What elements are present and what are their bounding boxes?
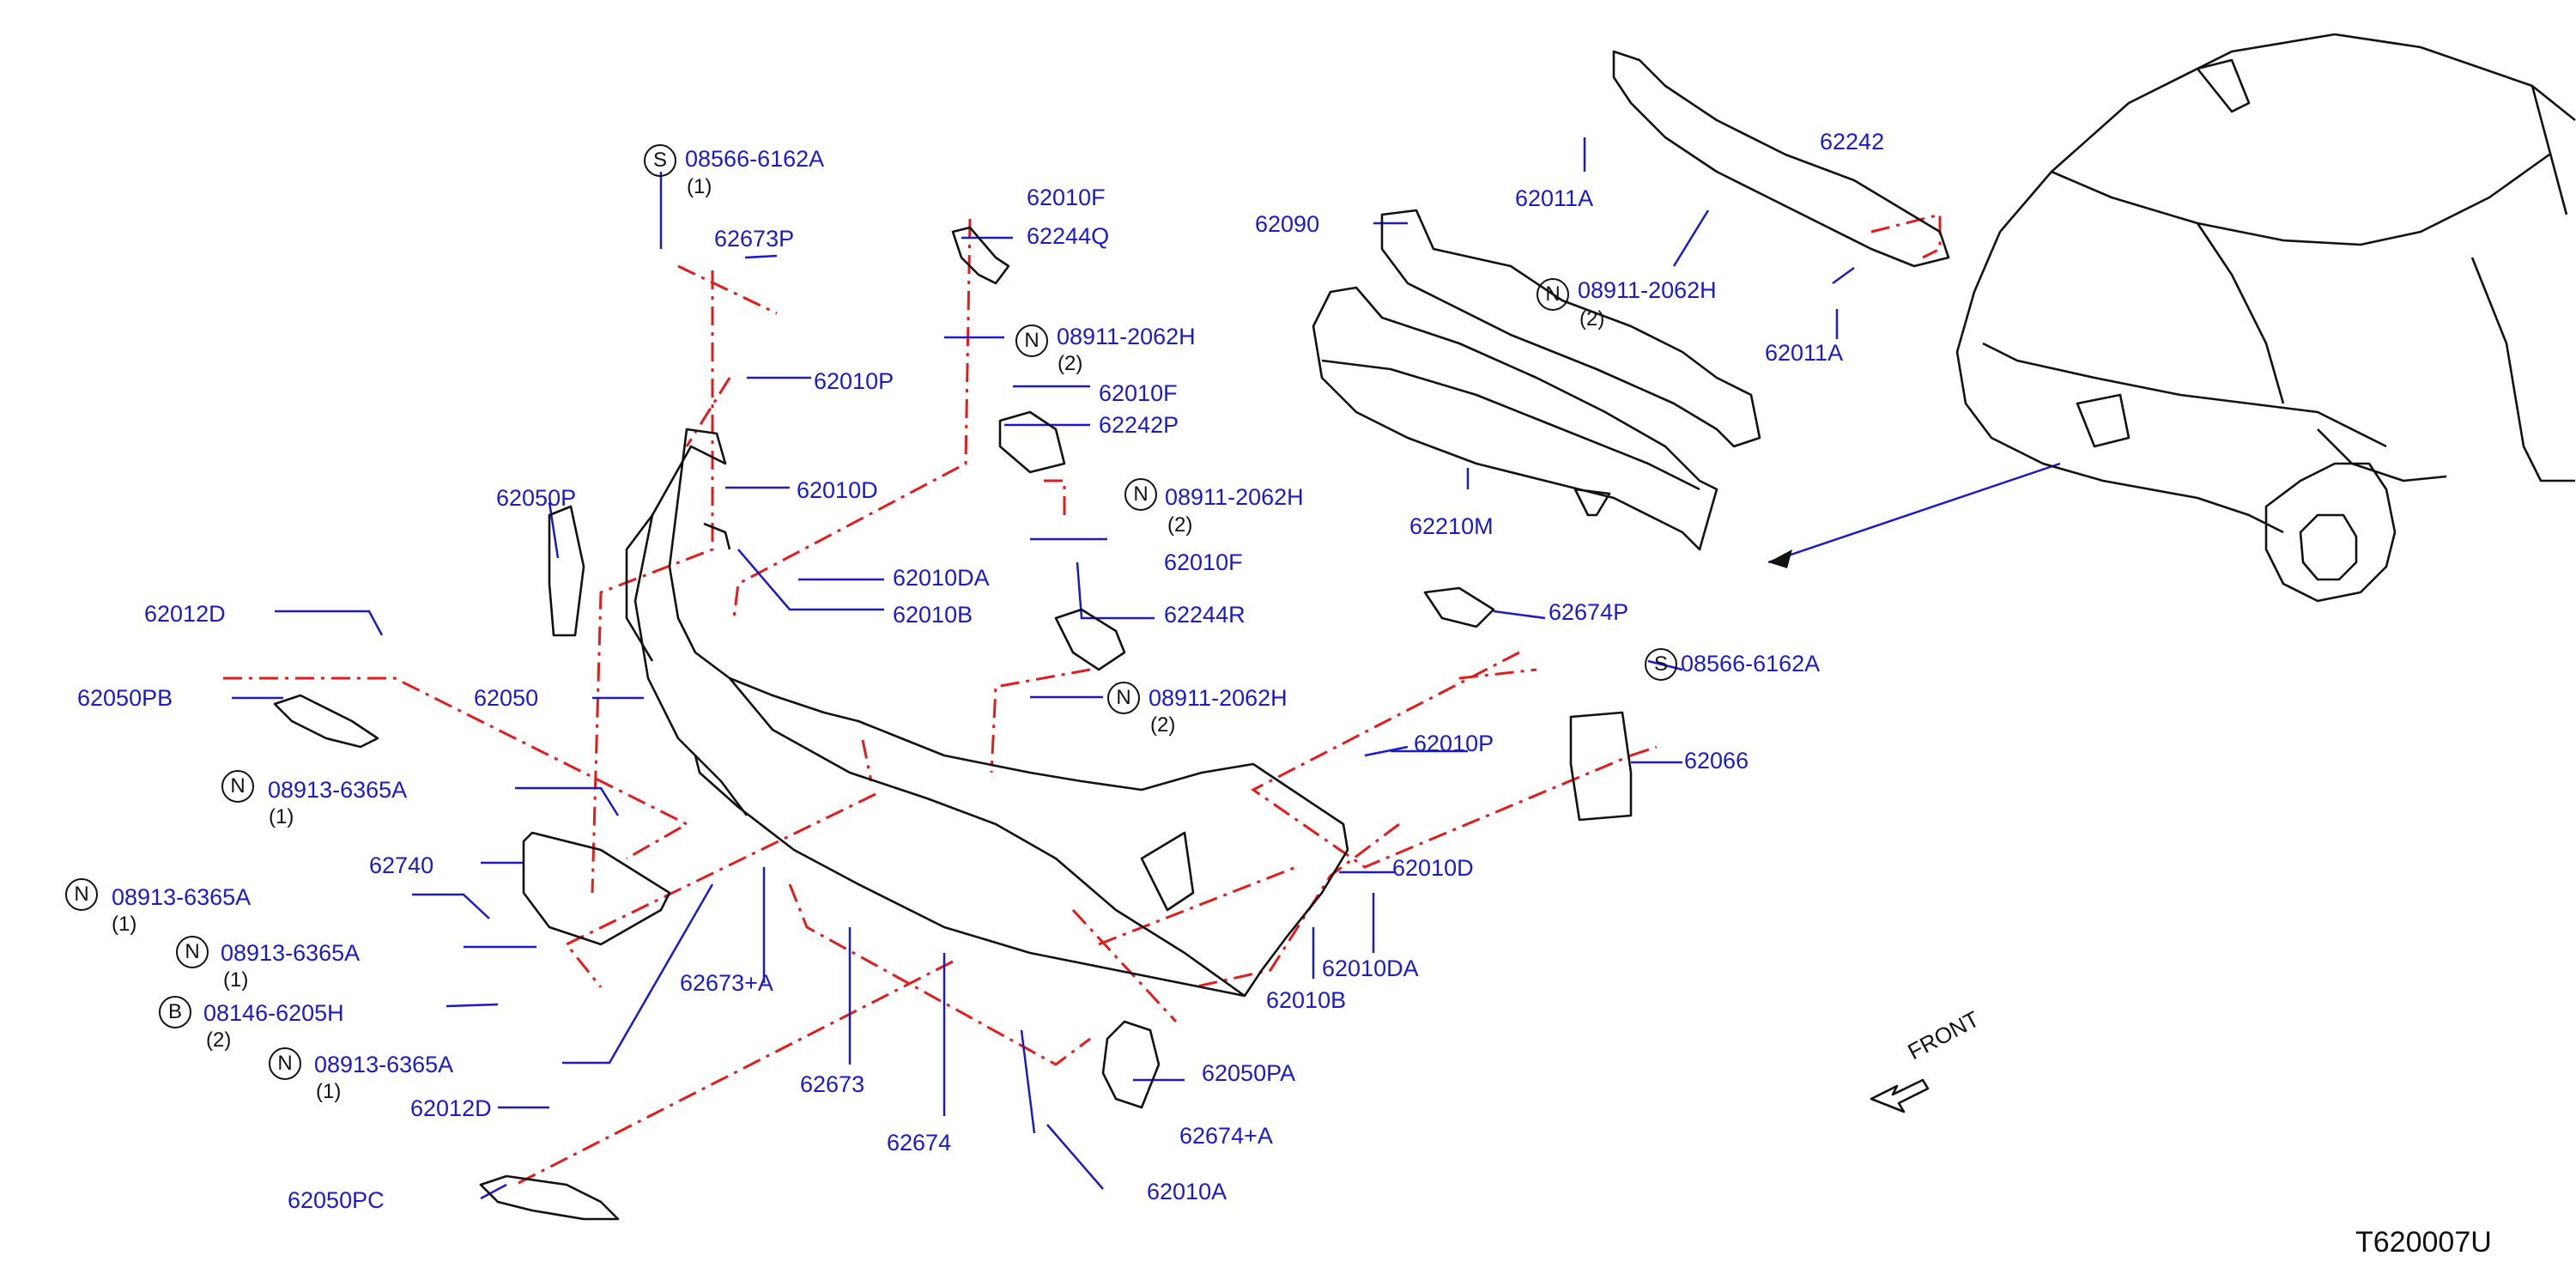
part-quantity: (1): [316, 1080, 342, 1103]
part-label: 62010P: [1414, 731, 1494, 756]
part-label: 62674: [887, 1130, 952, 1156]
part-label: 08913-6365A: [112, 884, 252, 910]
part-label: 62050: [474, 685, 539, 711]
part-label: 62010DA: [893, 565, 990, 591]
part-label: 62050P: [496, 485, 577, 511]
nut-badge: N: [176, 936, 209, 968]
part-label: 62010A: [1147, 1179, 1227, 1204]
part-label: 62010DA: [1322, 956, 1419, 981]
nut-badge: N: [1107, 682, 1140, 714]
part-label: 08911-2062H: [1578, 277, 1717, 303]
part-label: 62673+A: [680, 970, 773, 996]
part-label: 62242P: [1099, 412, 1179, 438]
part-quantity: (2): [1579, 307, 1605, 331]
part-label: 62210M: [1409, 513, 1494, 539]
part-quantity: (1): [223, 968, 249, 992]
diagram-id: T620007U: [2355, 1226, 2492, 1259]
part-label: 62066: [1684, 748, 1749, 774]
part-quantity: (2): [1058, 352, 1083, 375]
part-label: 62010F: [1164, 549, 1243, 575]
part-label: 62674P: [1549, 599, 1629, 625]
assembly-dash-lines: [223, 213, 1942, 1186]
part-label: 62010P: [814, 368, 894, 394]
part-label: 08911-2062H: [1057, 324, 1196, 349]
bumper-beam-62090: [1380, 209, 1761, 448]
part-quantity: (1): [687, 175, 712, 198]
part-quantity: (2): [1167, 513, 1193, 537]
part-label: 62244Q: [1027, 223, 1110, 249]
part-label: 08566-6162A: [685, 146, 825, 172]
part-label: 62090: [1255, 211, 1320, 237]
car-outline: [1955, 33, 2576, 534]
nut-badge: N: [269, 1047, 301, 1080]
nut-badge: N: [1124, 478, 1157, 511]
part-label: 62050PC: [288, 1187, 385, 1213]
part-label: 62010D: [1392, 855, 1474, 881]
part-label: 62010B: [893, 602, 973, 628]
part-label: 62050PA: [1202, 1060, 1296, 1086]
nut-badge: N: [1537, 278, 1569, 311]
part-label: 62050PB: [77, 685, 173, 711]
leader-lines: [232, 137, 2061, 1200]
standard-part-badge: S: [644, 144, 676, 177]
part-label: 08911-2062H: [1165, 484, 1304, 510]
nut-badge: N: [221, 770, 254, 803]
part-label: 62242: [1820, 129, 1885, 155]
part-label: 62011A: [1765, 340, 1844, 366]
reinforcement-62242: [1612, 50, 1950, 268]
part-label: 08913-6365A: [268, 777, 408, 803]
parts-outline: [273, 33, 2576, 1221]
grille-62740: [522, 831, 671, 946]
part-label: 08146-6205H: [203, 1000, 344, 1026]
part-quantity: (1): [269, 805, 294, 828]
nut-badge: N: [65, 878, 98, 911]
part-label: 62244R: [1164, 602, 1246, 628]
part-label: 08913-6365A: [221, 940, 361, 966]
part-label: 62010B: [1266, 987, 1347, 1013]
part-label: 62674+A: [1179, 1123, 1273, 1149]
standard-part-badge: S: [1645, 648, 1677, 681]
absorber-62210m: [1312, 286, 1718, 551]
part-label: 62010F: [1099, 380, 1178, 406]
absorber-62066: [1569, 711, 1633, 822]
part-quantity: (1): [112, 913, 137, 936]
part-quantity: (2): [1150, 713, 1176, 737]
part-label: 62012D: [144, 601, 226, 627]
part-label: 08566-6162A: [1681, 651, 1821, 676]
part-label: 62010F: [1027, 185, 1106, 210]
part-quantity: (2): [206, 1028, 232, 1052]
view-arrow-head: [1768, 549, 1792, 568]
part-label: 08911-2062H: [1149, 685, 1288, 711]
part-label: 62673P: [714, 226, 795, 252]
part-label: 62740: [369, 852, 434, 878]
front-arrow: [1870, 1078, 1930, 1113]
part-label: 62010D: [797, 477, 878, 503]
part-label: 62673: [800, 1071, 865, 1097]
part-label: 62012D: [410, 1095, 492, 1121]
bumper-fascia: [633, 428, 1349, 998]
part-label: 62011A: [1515, 185, 1594, 211]
nut-badge: N: [1015, 325, 1048, 357]
part-label: 08913-6365A: [314, 1052, 454, 1077]
bolt-badge: B: [159, 996, 191, 1028]
